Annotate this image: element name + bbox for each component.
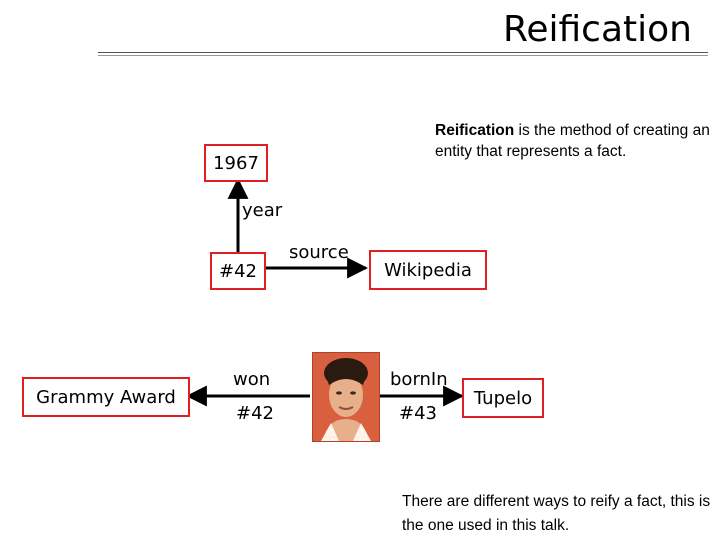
award-node: Grammy Award xyxy=(22,377,190,417)
statement-id-label: #42 xyxy=(219,260,257,282)
title-underline xyxy=(98,52,708,53)
won-edge-id: #42 xyxy=(236,403,274,424)
slide-title: Reification xyxy=(502,9,692,50)
source-value-label: Wikipedia xyxy=(384,259,472,281)
definition-text: Reification is the method of creating an… xyxy=(435,120,715,162)
note-text: There are different ways to reify a fact… xyxy=(402,493,711,534)
award-label: Grammy Award xyxy=(36,386,176,408)
person-photo xyxy=(312,352,380,442)
birthplace-label: Tupelo xyxy=(473,387,533,409)
born-in-edge-label: bornIn xyxy=(390,369,448,390)
definition-body: is the method of creating an entity that… xyxy=(435,122,710,160)
source-value-node: Wikipedia xyxy=(369,250,487,290)
title-underline-secondary xyxy=(98,55,708,56)
year-value-label: 1967 xyxy=(213,152,259,174)
statement-node: #42 xyxy=(210,252,266,290)
born-in-edge-id: #43 xyxy=(399,403,437,424)
won-edge-label: won xyxy=(233,369,271,390)
birthplace-node: Tupelo xyxy=(462,378,544,418)
definition-term: Reification xyxy=(435,122,515,139)
source-edge-label: source xyxy=(289,242,349,263)
year-edge-label: year xyxy=(242,200,283,221)
year-value-node: 1967 xyxy=(204,144,268,182)
